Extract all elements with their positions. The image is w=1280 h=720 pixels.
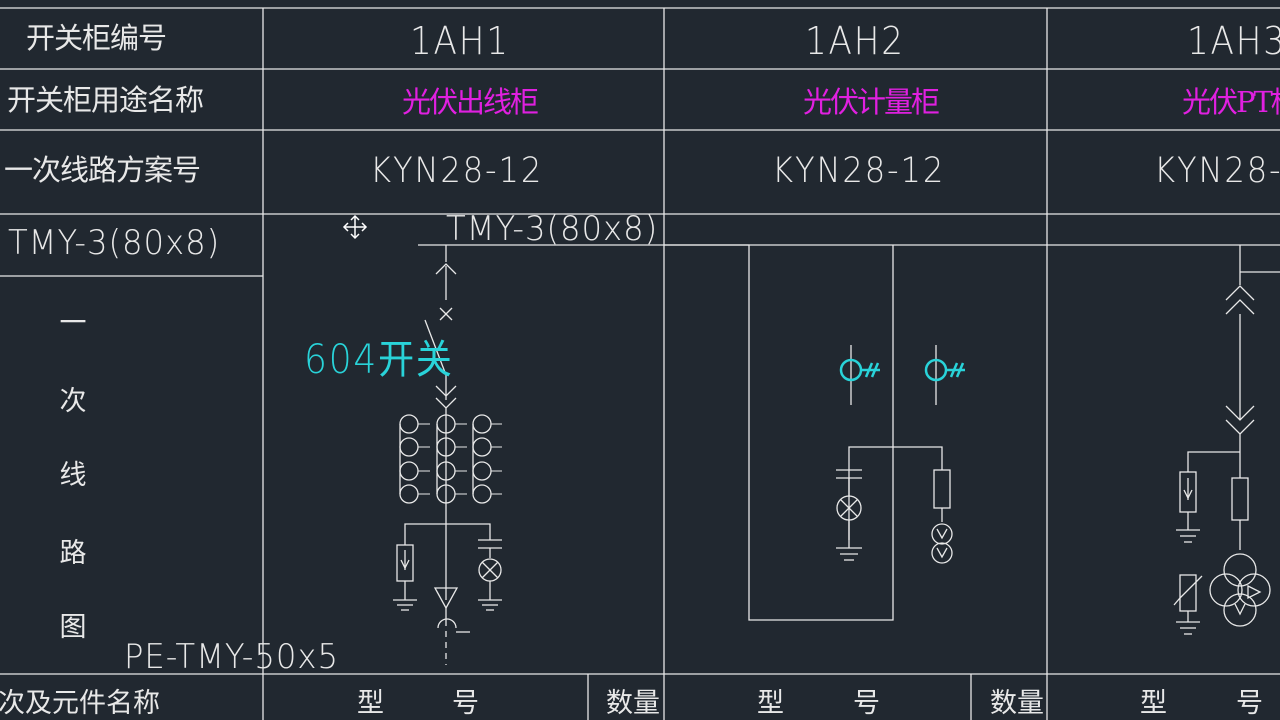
row-label-cabinet-no: 开关柜编号 — [26, 21, 167, 55]
row-label-busbar: TMY-3(80x8) — [8, 223, 221, 263]
cabinet-use-1ah2: 光伏计量柜 — [803, 85, 940, 119]
current-transformer-array — [399, 414, 502, 504]
cabinet-id-1ah3: 1AH3 — [1187, 19, 1280, 63]
qty-label-1ah2: 数量 — [990, 688, 1044, 719]
model-label-1ah2-b: 号 — [853, 688, 880, 719]
cabinet-id-1ah2: 1AH2 — [805, 19, 905, 63]
cabinet-scheme-1ah1: KYN28-12 — [370, 151, 544, 191]
cabinet-id-1ah1: 1AH1 — [410, 19, 510, 63]
row-label-scheme: 一次线路方案号 — [4, 153, 201, 187]
diagram-label-char-4: 路 — [59, 538, 87, 569]
voltage-transformer-symbols — [839, 358, 965, 382]
model-label-1ah1-b: 号 — [452, 688, 479, 719]
cabinet-1ah3-schematic — [1173, 245, 1280, 635]
cabinet-1ah1-schematic — [393, 245, 502, 665]
switch-label: 604开关 — [304, 337, 454, 383]
cabinet-scheme-1ah3: KYN28- — [1154, 151, 1280, 191]
diagram-label-char-1: 一 — [59, 308, 87, 339]
table-grid — [0, 7, 1280, 720]
diagram-label-char-3: 线 — [59, 460, 87, 491]
model-label-1ah3-a: 型 — [1140, 688, 1167, 719]
pe-busbar-annotation: PE-TMY-50x5 — [124, 637, 339, 677]
row-label-components: 次及元件名称 — [0, 688, 160, 719]
qty-label-1ah1: 数量 — [606, 688, 660, 719]
model-label-1ah2-a: 型 — [757, 688, 784, 719]
cabinet-use-1ah1: 光伏出线柜 — [402, 85, 539, 119]
move-cursor-icon — [342, 214, 368, 240]
diagram-label-char-2: 次 — [59, 386, 87, 417]
model-label-1ah3-b: 号 — [1236, 688, 1263, 719]
diagram-label-char-5: 图 — [59, 612, 87, 643]
busbar-annotation: TMY-3(80x8) — [446, 209, 659, 249]
row-label-cabinet-use: 开关柜用途名称 — [7, 83, 204, 117]
cabinet-1ah2-schematic — [664, 244, 953, 621]
model-label-1ah1-a: 型 — [357, 688, 384, 719]
cabinet-use-1ah3: 光伏PT柜 — [1182, 85, 1280, 119]
cabinet-scheme-1ah2: KYN28-12 — [772, 151, 946, 191]
